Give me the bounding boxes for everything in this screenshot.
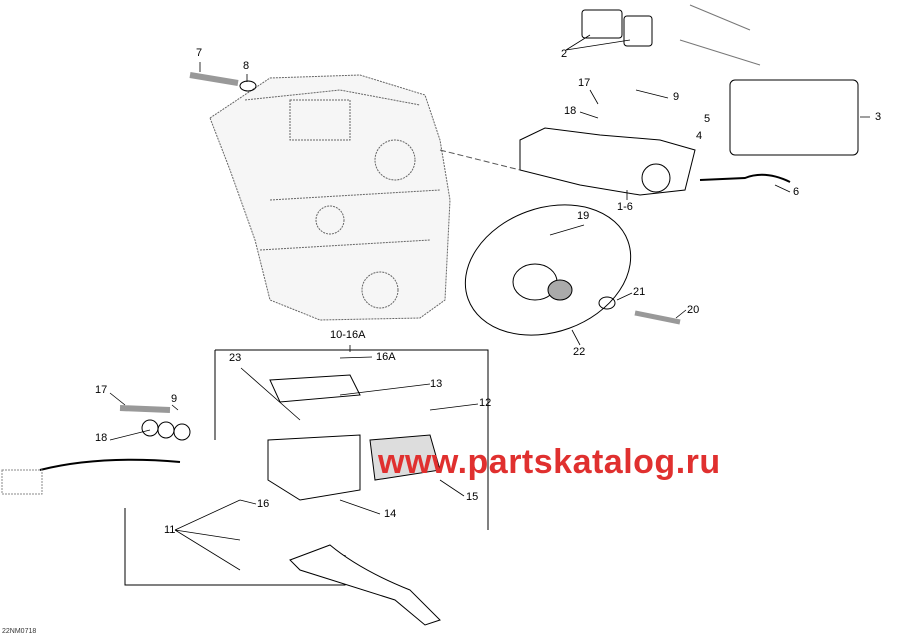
callout-15: 15 [466,491,479,503]
callout-21: 21 [633,286,646,298]
brake-line [699,173,791,183]
callout-5: 5 [704,113,711,125]
callout-4: 4 [696,130,703,142]
callout-11: 11 [164,524,176,536]
callout-2: 2 [561,48,568,60]
callout-1-6: 1-6 [617,201,633,213]
callout-20: 20 [687,304,700,316]
callout-22: 22 [573,346,586,358]
pins [679,4,761,66]
callout-12: 12 [479,397,492,409]
caliper [519,127,696,196]
callout-7: 7 [196,47,203,59]
master-cylinder [267,374,441,501]
callout-17: 17 [578,77,591,89]
connector [1,469,43,495]
engine-block [209,74,451,321]
callout-16a: 16A [376,351,396,363]
callout-9: 9 [673,91,680,103]
callout-17b: 17 [95,384,108,396]
bolt [189,72,239,86]
callout-6: 6 [793,186,800,198]
callout-9b: 9 [171,393,178,405]
callout-3: 3 [875,111,882,123]
brake-pads [581,9,653,47]
washer [598,296,616,310]
washer [239,80,257,92]
callout-23: 23 [229,352,242,364]
brake-lever [289,544,441,626]
callout-18: 18 [564,105,577,117]
wire [39,458,181,471]
drawing-code: 22NM0718 [2,628,37,635]
callout-8: 8 [243,60,250,72]
bolt [634,310,681,325]
callout-13: 13 [430,378,443,390]
callout-16: 16 [257,498,270,510]
callout-18b: 18 [95,432,108,444]
watermark: www.partskatalog.ru [378,443,721,481]
kit-box [729,79,859,156]
brake-disc [464,204,632,336]
callout-19: 19 [577,210,590,222]
callout-14: 14 [384,508,397,520]
frame [214,349,489,530]
callout-10-16a: 10-16A [330,329,366,341]
